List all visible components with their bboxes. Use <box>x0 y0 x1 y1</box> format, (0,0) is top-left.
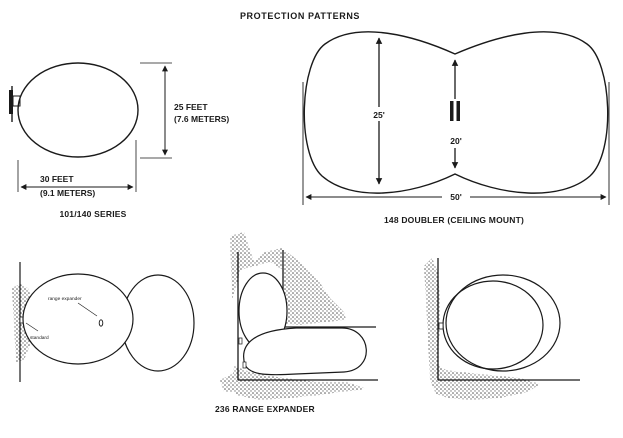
width-m-label: (9.1 METERS) <box>40 188 95 198</box>
standard-leader <box>25 322 39 332</box>
range-expander-tag: range expander <box>48 296 82 302</box>
sensor-unit <box>438 322 444 330</box>
width-label: 50' <box>450 192 461 202</box>
expanded-coverage-ellipse <box>445 274 561 372</box>
outer-height-label-bg <box>367 107 389 121</box>
range-expander-leader <box>77 302 98 317</box>
sensor-unit-upper <box>238 337 243 345</box>
sensor-unit <box>12 95 21 107</box>
doubler-pattern: 25' 20' 50' 148 DOUBLER (CEILING MOUNT) <box>302 31 610 225</box>
standard-coverage-ellipse <box>22 273 134 365</box>
ceiling-sensor-right <box>456 101 460 121</box>
outer-height-label: 25' <box>373 110 384 120</box>
height-ft-label: 25 FEET <box>174 102 208 112</box>
series-101-caption: 101/140 SERIES <box>59 209 126 219</box>
lower-stipple <box>232 366 365 400</box>
coverage-ellipse <box>17 62 139 158</box>
horizontal-coverage-lobe <box>243 327 367 376</box>
inner-height-label: 20' <box>450 136 461 146</box>
range-expander-device <box>98 319 104 327</box>
doubler-caption: 148 DOUBLER (CEILING MOUNT) <box>384 215 524 225</box>
corner-stipple <box>424 258 540 400</box>
expander-corner-room-pattern: 236 RANGE EXPANDER <box>215 232 378 414</box>
expander-wall-pattern: range expander standard <box>12 262 195 382</box>
sensor-unit-lower <box>242 361 247 369</box>
diagram-title: PROTECTION PATTERNS <box>240 11 360 21</box>
peanut-coverage-outline <box>303 31 609 194</box>
width-label-bg <box>442 190 470 202</box>
expander-corner-pattern <box>424 258 580 400</box>
wall-sensor-mount <box>9 90 13 114</box>
height-m-label: (7.6 METERS) <box>174 114 229 124</box>
range-expander-caption: 236 RANGE EXPANDER <box>215 404 315 414</box>
series-101-pattern: 25 FEET (7.6 METERS) 30 FEET (9.1 METERS… <box>9 62 229 219</box>
standard-tag: standard <box>30 335 49 341</box>
upper-stipple <box>230 232 346 325</box>
width-ft-label: 30 FEET <box>40 174 74 184</box>
ceiling-sensor-left <box>450 101 454 121</box>
